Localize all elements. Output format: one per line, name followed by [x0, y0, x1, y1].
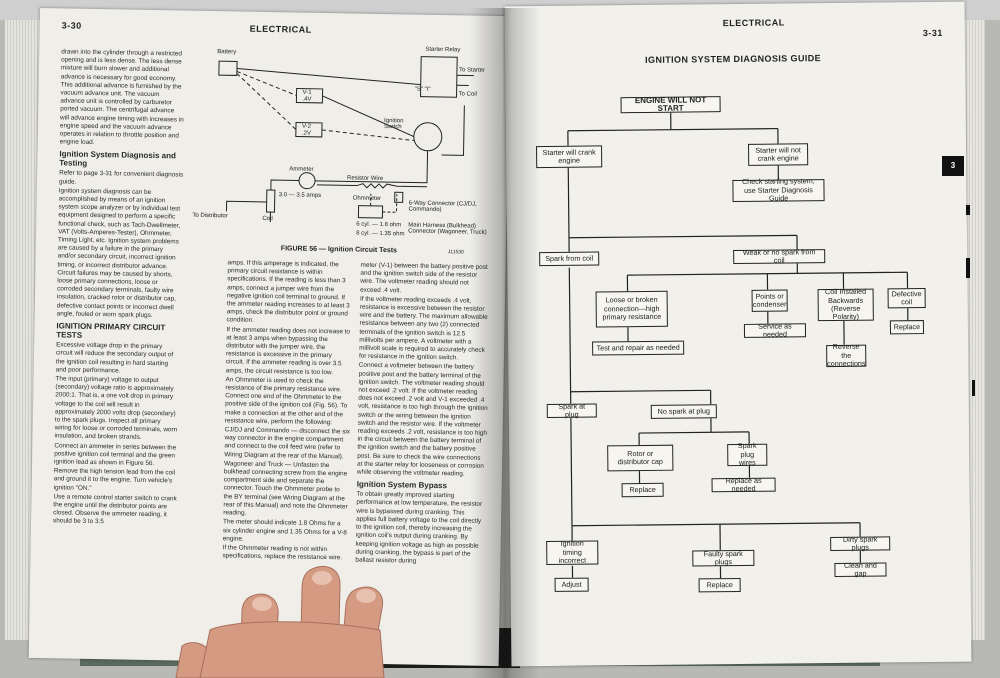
ammeter-label: Ammeter — [289, 166, 314, 173]
paragraph: Remove the high tension lead from the co… — [53, 467, 176, 492]
left-page-header: ELECTRICAL — [249, 23, 312, 35]
paragraph: Ignition system diagnosis can be accompl… — [56, 187, 181, 319]
ohmmeter-symbol — [357, 205, 384, 219]
flow-no-spark-at-plug: No spark at plug — [650, 404, 717, 419]
voltmeter-v2 — [295, 121, 323, 138]
flow-engine-will-not-start: ENGINE WILL NOT START — [620, 95, 721, 114]
v2-value: .2V — [301, 130, 311, 137]
section-heading: Ignition System Bypass — [356, 479, 448, 491]
flow-spark-at-plug: Spark at plug — [546, 401, 597, 419]
paragraph: Refer to page 3-31 for convenient diagno… — [58, 169, 184, 186]
flow-test-and-repair: Test and repair as needed — [592, 340, 685, 356]
circuit-svg — [218, 56, 474, 223]
figure-code: J11530 — [447, 249, 464, 256]
flow-rotor-distributor-cap: Rotor or distributor cap — [607, 444, 674, 472]
battery-symbol — [218, 60, 238, 76]
flow-ignition-timing-incorrect: Ignition timing incorrect — [546, 539, 599, 565]
to-distributor-label: To Distributor — [192, 212, 228, 220]
ohmmeter-label: Ohmmeter — [352, 195, 382, 202]
flow-weak-no-spark: Weak or no spark from coil — [733, 247, 826, 265]
paragraph: An Ohmmeter is used to check the resista… — [224, 376, 348, 427]
right-page: ELECTRICAL 3-31 IGNITION SYSTEM DIAGNOSI… — [504, 1, 972, 667]
paragraph: Connect an ammeter in series between the… — [54, 441, 177, 468]
flow-spark-from-coil: Spark from coil — [539, 251, 600, 267]
s-i-label: "S" "I" — [414, 86, 431, 93]
section-heading: Ignition System Diagnosis and Testing — [59, 149, 176, 169]
paragraph: amps. If this amperage is indicated, the… — [226, 259, 350, 325]
ignition-switch-label: Ignition Switch — [383, 118, 404, 131]
resistor-wire-label: Resistor Wire — [347, 175, 384, 183]
section-tab-3: 3 — [942, 156, 964, 176]
left-page-number: 3-30 — [61, 20, 82, 31]
section-heading: IGNITION PRIMARY CIRCUIT TESTS — [56, 321, 166, 340]
flow-replace-coil: Replace — [889, 320, 925, 335]
v2-label: V-2 — [301, 123, 312, 130]
coil-symbol — [265, 189, 276, 213]
figure-caption: FIGURE 56 — Ignition Circuit Tests — [280, 245, 398, 255]
flow-replace-rotor: Replace — [621, 482, 664, 498]
paragraph: drawn into the cylinder through a restri… — [59, 48, 184, 147]
flow-dirty-spark-plugs: Dirty spark plugs — [830, 534, 891, 552]
left-column-1: drawn into the cylinder through a restri… — [53, 48, 185, 529]
tab-marker — [966, 258, 970, 278]
flow-check-starting-system: Check starting system, use Starter Diagn… — [732, 177, 825, 203]
amps-label: 3.0 — 3.5 amps — [278, 192, 322, 199]
paragraph: If the ammeter reading does not increase… — [225, 325, 351, 376]
flow-points-condenser: Points or condenser — [751, 289, 788, 312]
paragraph: CJ/DJ and Commando — disconnect the six … — [224, 426, 351, 461]
flow-clean-and-gap: Clean and gap — [834, 560, 887, 578]
paragraph: To obtain greatly improved starting perf… — [355, 490, 483, 565]
flow-adjust: Adjust — [554, 577, 589, 592]
flow-replace-as-needed: Replace as needed — [711, 475, 776, 493]
flow-starter-will-not-crank: Starter will not crank engine — [748, 143, 809, 166]
flow-faulty-spark-plugs: Faulty spark plugs — [692, 549, 755, 567]
tab-marker — [972, 380, 975, 396]
flow-replace-plugs: Replace — [698, 577, 741, 593]
ignition-switch-symbol — [413, 122, 443, 152]
paragraph: Excessive voltage drop in the primary ci… — [55, 341, 174, 375]
spine-shadow — [470, 8, 540, 678]
starter-relay-symbol — [420, 56, 458, 98]
flow-service-as-needed: Service as needed — [743, 321, 807, 339]
hand-image — [175, 566, 385, 678]
six-cyl-label: 6 cyl. — 1.8 ohm — [356, 221, 402, 229]
v1-value: .4V — [302, 96, 312, 103]
eight-cyl-label: 8 cyl. — 1.35 ohm — [356, 230, 405, 238]
flow-coil-installed-backwards: Coil Installed Backwards (Reverse Polari… — [817, 287, 874, 321]
paragraph: The meter should indicate 1.8 Ohms for a… — [222, 518, 347, 543]
paragraph: Use a remote control starter switch to c… — [52, 493, 177, 526]
coil-label: Coil — [262, 215, 273, 223]
starter-relay-label: Starter Relay — [425, 46, 461, 54]
flow-reverse-connections: Reverse the connections — [826, 342, 867, 369]
tab-marker — [966, 205, 970, 215]
flow-starter-will-crank: Starter will crank engine — [536, 145, 603, 169]
flow-spark-plug-wires: Spark plug wires — [727, 441, 768, 467]
paragraph: Wagoneer and Truck — Unfasten the bulkhe… — [223, 460, 348, 517]
flowchart-lines — [567, 112, 909, 579]
ammeter-symbol — [298, 172, 316, 190]
flow-loose-broken-connection: Loose or broken connection—high primary … — [595, 290, 668, 328]
left-column-2: amps. If this amperage is indicated, the… — [222, 259, 353, 563]
battery-label: Battery — [217, 49, 237, 56]
paragraph: The input (primary) voltage to output (s… — [54, 375, 178, 442]
ignition-circuit-diagram: Battery Starter Relay To Starter "S" "I"… — [186, 41, 489, 246]
v1-label: V-1 — [302, 89, 312, 96]
left-page: 3-30 ELECTRICAL drawn into the cylinder … — [28, 8, 510, 667]
flow-defective-coil: Defective coil — [887, 288, 926, 309]
